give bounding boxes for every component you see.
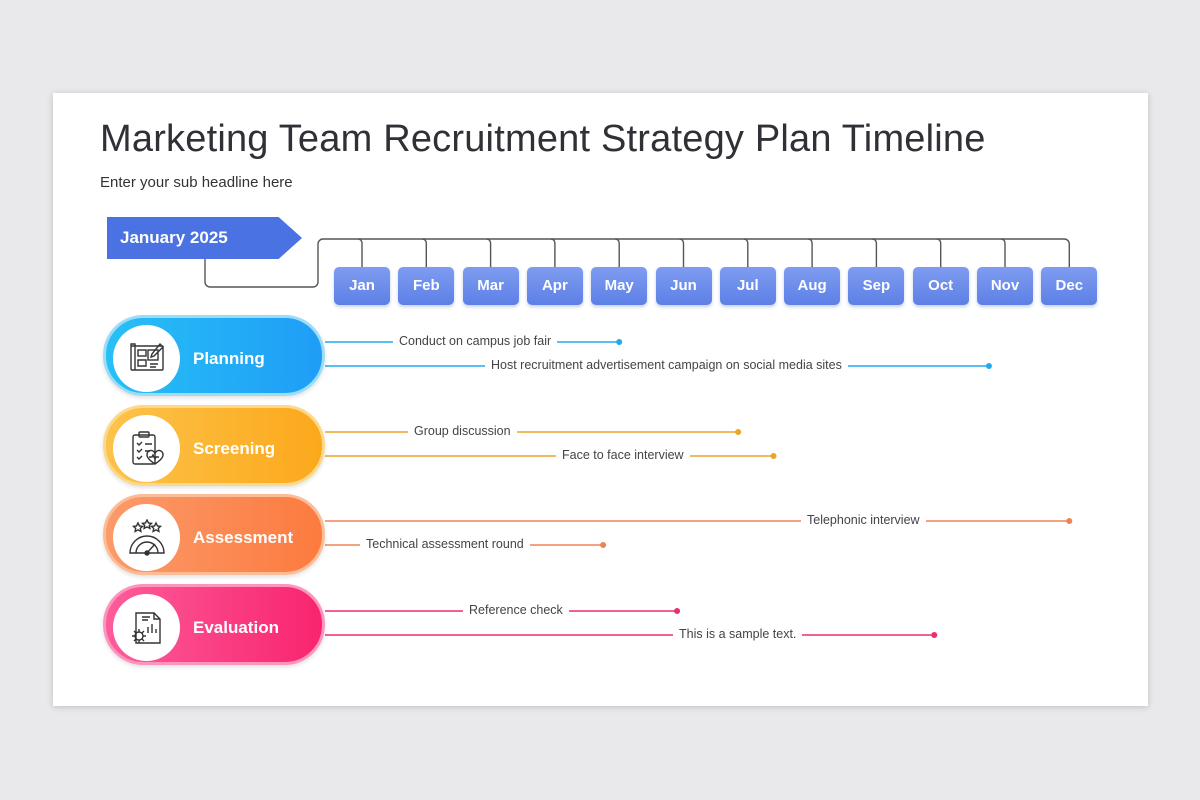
start-date-flag: January 2025 [107,217,302,259]
phase-screening: Screening [103,405,325,486]
month-box-apr: Apr [526,267,583,305]
task-label: Conduct on campus job fair [393,334,558,348]
report-gear-icon [131,611,161,644]
task-label: Telephonic interview [801,513,926,527]
month-box-dec: Dec [1041,267,1098,305]
task-end-dot [735,429,742,435]
task-label: Reference check [463,603,569,617]
task-label: Host recruitment advertisement campaign … [485,358,848,372]
month-tick-nov [1000,238,1006,267]
month-box-mar: Mar [462,267,519,305]
task-end-dot [931,632,938,638]
rating-gauge-icon [128,518,165,556]
month-tick-sep [872,238,878,267]
month-bracket-connector [204,238,1070,288]
month-box-jan: Jan [334,267,390,305]
phase-icon-circle [113,325,180,392]
phase-assessment: Assessment [103,494,325,575]
phase-label: Screening [193,439,276,458]
month-box-may: May [591,267,648,305]
task-end-dot [770,453,777,459]
checklist-icon [131,430,164,465]
month-box-oct: Oct [912,267,969,305]
task-label: This is a sample text. [673,627,803,641]
task-end-dot [674,608,681,614]
phase-planning: Planning [103,315,325,396]
month-tick-oct [936,238,942,267]
task-end-dot [600,542,607,548]
month-tick-may [615,238,620,267]
month-box-jun: Jun [655,267,712,305]
month-tick-jan [357,238,363,267]
month-tick-jun [679,238,685,267]
phase-label: Planning [193,349,265,368]
phase-icon-circle [113,594,180,661]
month-box-sep: Sep [848,267,905,305]
phase-label: Evaluation [193,618,279,637]
month-box-feb: Feb [398,267,455,305]
month-tick-aug [807,238,813,267]
phase-icon-circle [113,504,180,571]
month-box-aug: Aug [784,267,841,305]
month-tick-mar [486,238,492,267]
page-title: Marketing Team Recruitment Strategy Plan… [100,118,986,160]
task-label: Group discussion [408,424,517,438]
month-box-jul: Jul [719,267,776,305]
phase-icon-circle [113,415,180,482]
task-end-dot [616,339,623,345]
phase-evaluation: Evaluation [103,584,325,665]
month-tick-feb [422,238,427,267]
month-tick-jul [743,238,749,267]
phase-label: Assessment [193,528,294,547]
blueprint-icon [129,342,164,371]
task-label: Face to face interview [556,448,690,462]
page-subtitle: Enter your sub headline here [100,174,293,191]
month-tick-apr [550,238,556,267]
task-end-dot [1066,518,1073,524]
task-end-dot [985,363,992,369]
month-box-nov: Nov [977,267,1033,305]
task-label: Technical assessment round [360,537,530,551]
